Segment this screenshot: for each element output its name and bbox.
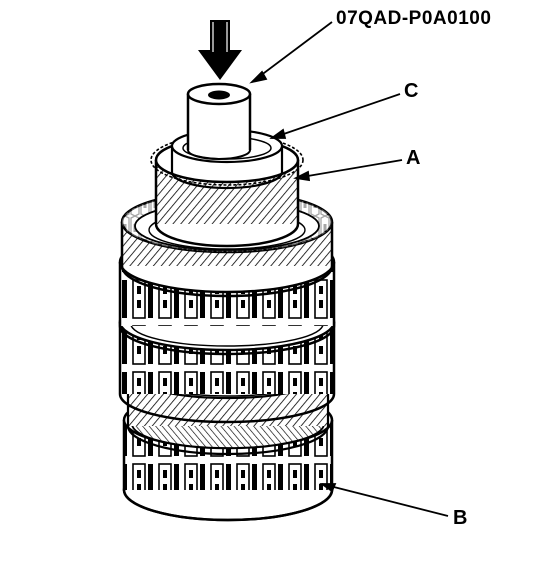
- press-tool-shaft: [186, 82, 252, 160]
- tool-number-label: 07QAD-P0A0100: [336, 8, 492, 29]
- leader-lines: [249, 21, 449, 517]
- press-direction-arrow-icon: [198, 20, 242, 80]
- callout-label-a: A: [406, 147, 421, 169]
- callout-label-c: C: [404, 80, 419, 102]
- callout-label-b: B: [453, 507, 468, 529]
